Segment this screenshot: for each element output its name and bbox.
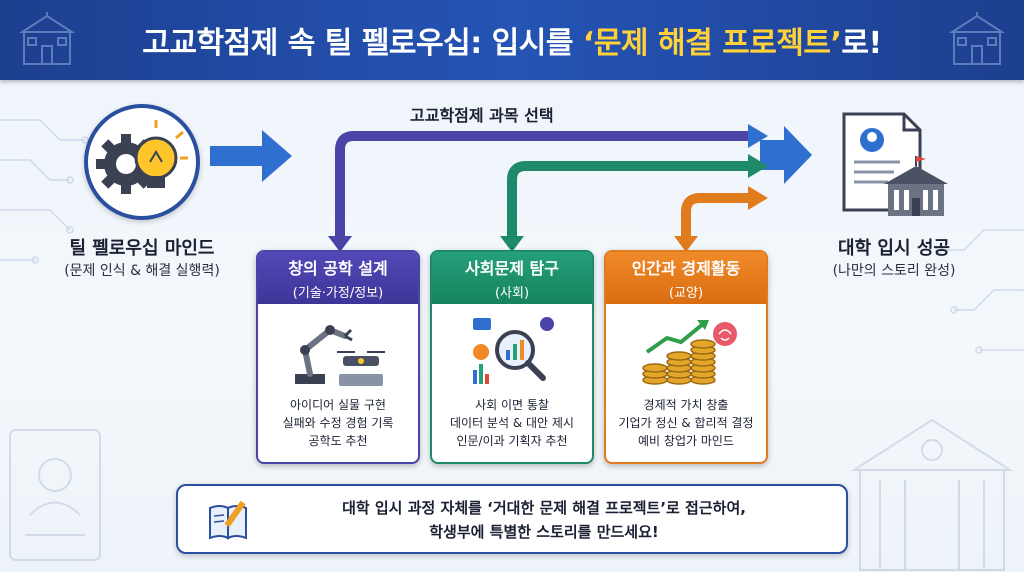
card-line: 실패와 수정 경험 기록 <box>282 416 394 430</box>
arrow-right-icon <box>760 126 812 184</box>
circuit-decoration-left <box>0 119 89 264</box>
card-subtitle: (사회) <box>494 286 530 301</box>
card-title: 창의 공학 설계 <box>288 259 388 278</box>
green-connector <box>507 161 752 244</box>
card-header: 인간과 경제활동 (교양) <box>606 252 766 304</box>
coins-growth-brain-icon <box>642 320 737 385</box>
arrow-right-icon <box>210 130 292 182</box>
data-analysis-magnifier-icon <box>473 317 554 384</box>
school-icon <box>18 12 76 65</box>
summary-banner: 대학 입시 과정 자체를 ‘거대한 문제 해결 프로젝트’로 접근하여, 학생부… <box>176 484 848 554</box>
result-subtitle: (나만의 스토리 완성) <box>832 263 956 279</box>
mindset-badge <box>84 104 200 220</box>
card-header: 창의 공학 설계 (기술·가정/정보) <box>258 252 418 304</box>
banner-line: 대학 입시 과정 자체를 ‘거대한 문제 해결 프로젝트’로 접근하여, <box>342 499 746 517</box>
card-line: 기업가 정신 & 합리적 결정 <box>618 416 754 430</box>
notebook-pencil-icon <box>209 500 247 540</box>
card-line: 예비 창업가 마인드 <box>638 434 734 448</box>
card-line: 사회 이면 통찰 <box>475 398 549 412</box>
gear-lightbulb-icon <box>96 120 188 194</box>
card-subtitle: (기술·가정/정보) <box>292 286 384 301</box>
circuit-decoration-right <box>935 229 1024 354</box>
card-title: 사회문제 탐구 <box>465 259 559 278</box>
mindset-subtitle: (문제 인식 & 해결 실행력) <box>64 263 220 279</box>
resume-university-icon <box>842 112 948 216</box>
university-watermark-icon <box>850 418 1014 571</box>
purple-connector <box>335 131 752 244</box>
mindset-title: 틸 펠로우십 마인드 <box>69 238 215 259</box>
card-line: 공학도 추천 <box>308 434 368 448</box>
page-title: 고교학점제 속 틸 펠로우십: 입시를 ‘문제 해결 프로젝트’로! <box>142 18 882 62</box>
card-line: 경제적 가치 창출 <box>643 398 729 412</box>
robot-arm-drone-icon <box>295 325 385 386</box>
school-icon <box>948 12 1006 65</box>
card-social-issues: 사회문제 탐구 (사회) 사회 이면 통찰 데이터 분석 & 대안 제시 인문/… <box>430 250 594 464</box>
card-creative-engineering: 창의 공학 설계 (기술·가정/정보) 아이디어 실물 구현 실패와 수정 경험… <box>256 250 420 464</box>
card-line: 인문/이과 기획자 추천 <box>456 434 568 448</box>
card-human-economics: 인간과 경제활동 (교양) 경제적 가치 창출 기업가 정신 & 합리적 결정 … <box>604 250 768 464</box>
card-line: 데이터 분석 & 대안 제시 <box>450 416 574 430</box>
card-title: 인간과 경제활동 <box>631 259 741 278</box>
resume-watermark-icon <box>9 429 101 561</box>
flow-label: 고교학점제 과목 선택 <box>410 106 554 125</box>
card-header: 사회문제 탐구 (사회) <box>432 252 592 304</box>
title-prefix: 고교학점제 속 틸 펠로우십: 입시를 <box>142 26 583 61</box>
title-suffix: 로! <box>841 26 882 61</box>
banner-line: 학생부에 특별한 스토리를 만드세요! <box>429 523 659 541</box>
header-banner: 고교학점제 속 틸 펠로우십: 입시를 ‘문제 해결 프로젝트’로! <box>0 0 1024 80</box>
result-title: 대학 입시 성공 <box>838 238 950 259</box>
title-highlight: ‘문제 해결 프로젝트’ <box>582 26 842 61</box>
orange-connector <box>681 193 752 244</box>
card-line: 아이디어 실물 구현 <box>290 398 386 412</box>
card-subtitle: (교양) <box>668 286 704 301</box>
